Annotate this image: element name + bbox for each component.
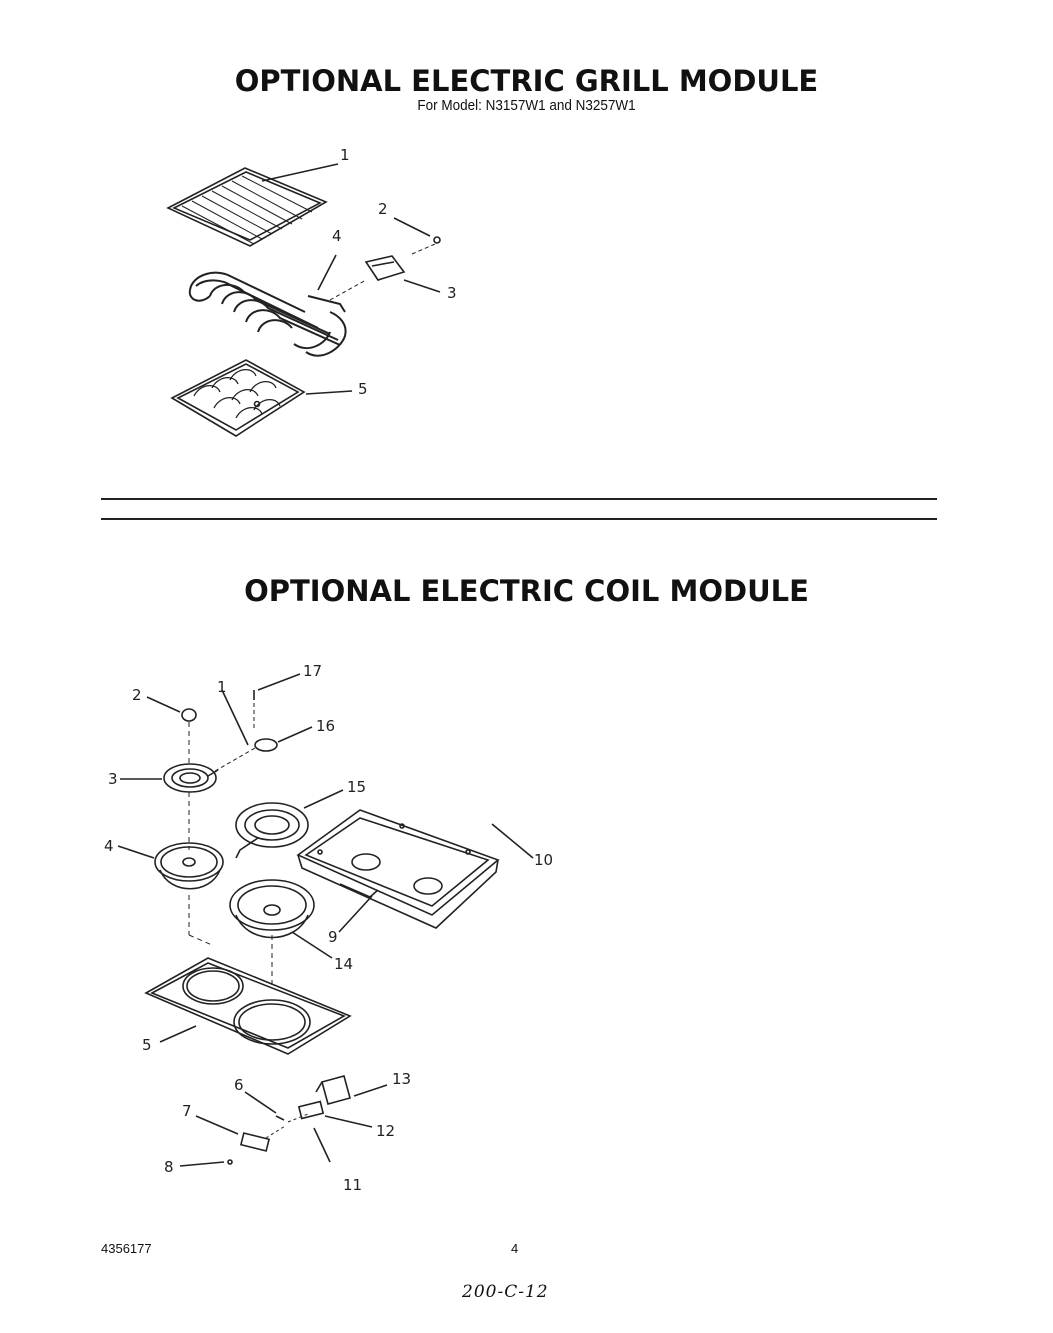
large-coil-element-part <box>235 802 309 859</box>
coil-callout-15: 15 <box>347 778 366 796</box>
clip-part <box>275 1115 285 1121</box>
grill-callout-4: 4 <box>332 227 342 245</box>
switch-part <box>297 1100 325 1120</box>
switch-bracket-part <box>315 1075 351 1105</box>
coil-callout-1: 1 <box>217 678 227 696</box>
screw-part <box>433 236 441 244</box>
coil-callout-17: 17 <box>303 662 322 680</box>
small-coil-element-part <box>163 763 219 793</box>
handwritten-note: 200-C-12 <box>462 1282 549 1302</box>
coil-callout-3: 3 <box>108 770 118 788</box>
grill-drip-pan-part <box>170 359 306 437</box>
coil-module-title: OPTIONAL ELECTRIC COIL MODULE <box>244 574 809 608</box>
coil-small-screw-part <box>227 1159 233 1165</box>
grill-callout-3: 3 <box>447 284 457 302</box>
document-number: 4356177 <box>101 1241 152 1256</box>
receptacle-part <box>254 738 278 752</box>
coil-callout-5: 5 <box>142 1036 152 1054</box>
grill-exploded-diagram: 1 2 3 4 5 <box>166 146 457 437</box>
coil-cap-part <box>181 708 197 722</box>
large-drip-bowl-part <box>229 879 315 939</box>
coil-callout-13: 13 <box>392 1070 411 1088</box>
coil-callout-12: 12 <box>376 1122 395 1140</box>
page-number: 4 <box>511 1241 519 1256</box>
coil-callout-9: 9 <box>328 928 338 946</box>
model-subtitle: For Model: N3157W1 and N3257W1 <box>417 97 636 114</box>
coil-callout-11: 11 <box>343 1176 362 1194</box>
burner-box-part <box>296 809 500 929</box>
section-divider-bottom <box>101 518 937 520</box>
terminal-block-part <box>364 255 406 281</box>
section-divider-top <box>101 498 937 500</box>
grill-callout-2: 2 <box>378 200 388 218</box>
terminal-part <box>239 1132 271 1152</box>
cooktop-plate-part <box>144 957 352 1055</box>
grill-callout-1: 1 <box>340 146 350 164</box>
coil-callout-14: 14 <box>334 955 353 973</box>
coil-callout-16: 16 <box>316 717 335 735</box>
coil-callout-4: 4 <box>104 837 114 855</box>
coil-callout-7: 7 <box>182 1102 192 1120</box>
coil-callout-6: 6 <box>234 1076 244 1094</box>
coil-callout-2: 2 <box>132 686 142 704</box>
grill-callout-5: 5 <box>358 380 368 398</box>
coil-callout-10: 10 <box>534 851 553 869</box>
grill-module-title: OPTIONAL ELECTRIC GRILL MODULE <box>234 64 819 98</box>
heating-element-part <box>188 271 347 357</box>
coil-callout-8: 8 <box>164 1158 174 1176</box>
small-drip-bowl-part <box>154 842 224 890</box>
grill-grate-part <box>166 167 328 247</box>
